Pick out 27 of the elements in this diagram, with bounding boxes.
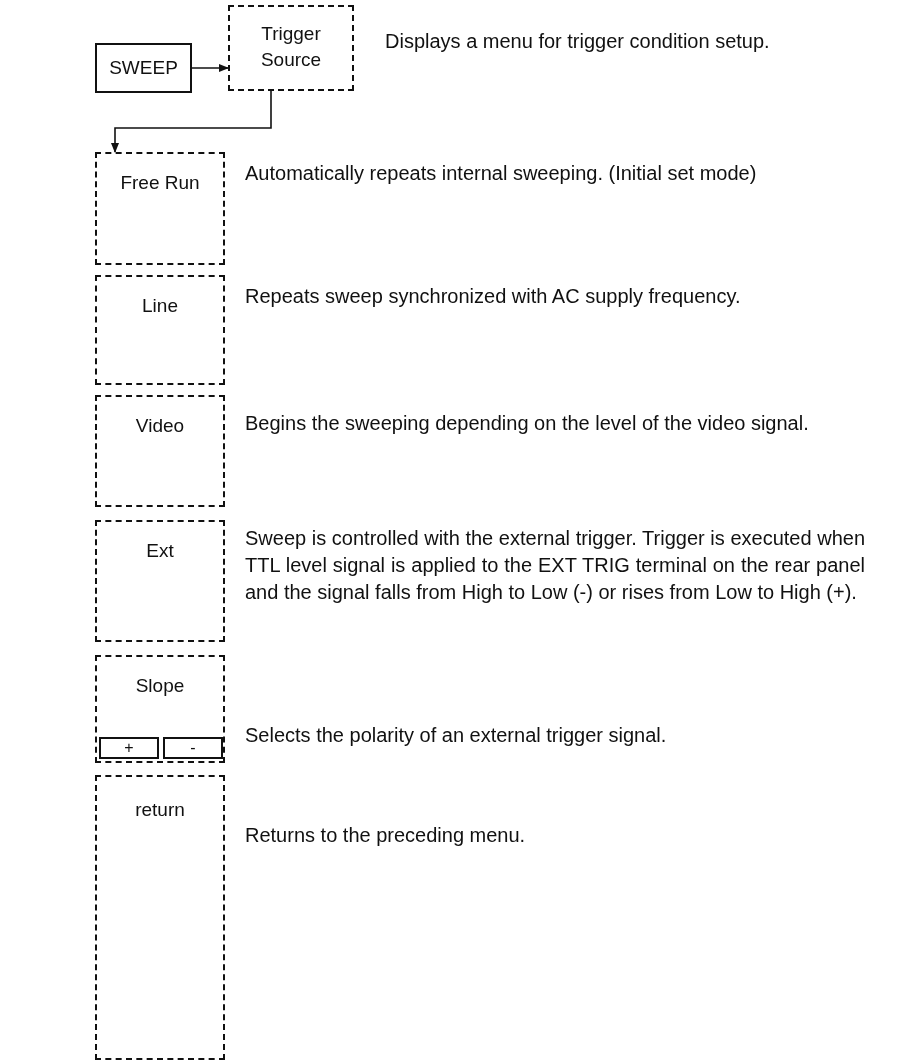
description-text: Repeats sweep synchronized with AC supply frequency.: [245, 284, 742, 309]
menu-box: [95, 395, 225, 507]
menu-box: [95, 520, 225, 642]
menu-box: [228, 5, 354, 91]
description-text: Sweep is controlled with the external trigger. Trigger is executed when TTL level signal is applied to the EXT TRIG terminal on the rear panel and the signal falls from High to Low (-) or rises from Low to High (+).: [245, 526, 865, 605]
menu-label: Video: [134, 415, 186, 437]
menu-box: [95, 655, 225, 763]
description-text: Displays a menu for trigger condition setup.: [385, 29, 771, 54]
description-text: Returns to the preceding menu.: [245, 823, 527, 848]
menu-label: Slope: [134, 675, 186, 697]
polarity-button: +: [99, 737, 159, 759]
menu-label: Ext: [145, 540, 175, 562]
polarity-button: -: [163, 737, 223, 759]
key-box: [95, 43, 192, 93]
description-text: Automatically repeats internal sweeping. (Initial set mode): [245, 161, 758, 186]
arrow: [111, 90, 272, 153]
description-text: Selects the polarity of an external trigger signal.: [245, 723, 668, 748]
arrow: [191, 64, 229, 72]
menu-label: Free Run: [119, 172, 201, 194]
description-text: Begins the sweeping depending on the level of the video signal.: [245, 411, 810, 436]
menu-label: Trigger Source: [259, 22, 323, 72]
menu-box: [95, 775, 225, 1060]
menu-box: [95, 275, 225, 385]
menu-box: [95, 152, 225, 265]
menu-label: SWEEP: [108, 57, 179, 79]
menu-label: Line: [141, 295, 179, 317]
menu-label: return: [134, 799, 186, 821]
